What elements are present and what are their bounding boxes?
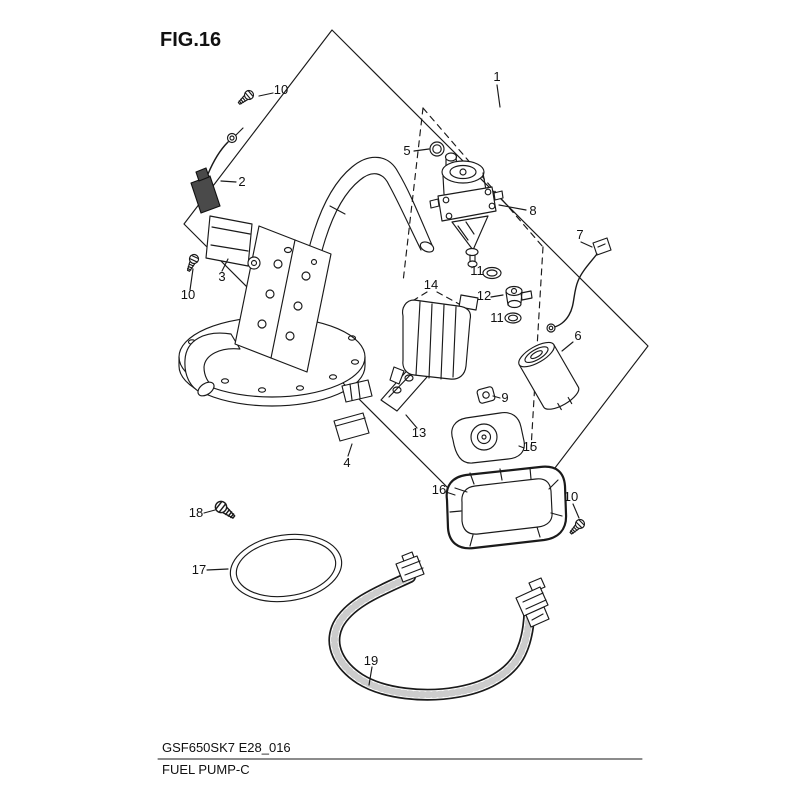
part-label-3: 3 (218, 269, 225, 284)
footer-caption: FUEL PUMP-C (162, 762, 250, 777)
part-label-9: 9 (501, 390, 508, 405)
part-15-fuel-gauge-base (451, 412, 525, 464)
part-label-11-upper: 11 (470, 263, 484, 278)
part-4-cushion (333, 412, 370, 442)
part-2-lead-wire (190, 127, 244, 214)
part-17-o-ring (229, 533, 343, 603)
figure-title: FIG.16 (160, 29, 221, 51)
part-label-8: 8 (529, 203, 536, 218)
part-label-2: 2 (238, 174, 245, 189)
part-label-10-bottom-right: 10 (564, 489, 578, 504)
part-label-11-lower: 11 (490, 310, 504, 325)
part-label-10-left: 10 (181, 287, 195, 302)
part-label-5: 5 (403, 143, 410, 158)
part-label-15: 15 (523, 439, 537, 454)
part-label-4: 4 (343, 455, 350, 470)
part-14-pump-case (389, 294, 479, 385)
part-label-12: 12 (477, 288, 491, 303)
footer-code: GSF650SK7 E28_016 (162, 740, 291, 755)
part-12-valve-joint (505, 285, 533, 309)
part-label-6: 6 (574, 328, 581, 343)
part-label-19: 19 (364, 653, 378, 668)
part-16-holder-bracket (445, 465, 568, 550)
part-label-1: 1 (493, 69, 500, 84)
part-6-fuel-filter (518, 341, 580, 411)
part-labels: 1 2 3 4 5 6 7 8 9 10 10 10 11 11 12 13 1… (181, 69, 584, 668)
part-9-grommet (476, 386, 496, 404)
part-label-18: 18 (189, 505, 203, 520)
leader-lines (189, 84, 593, 686)
part-label-13: 13 (412, 425, 426, 440)
part-label-17: 17 (192, 562, 206, 577)
part-3-bracket (205, 215, 261, 270)
part-11-o-ring-lower (504, 312, 522, 324)
part-7-lead-wire (546, 237, 612, 333)
part-label-7: 7 (576, 227, 583, 242)
part-5-o-ring (429, 141, 445, 157)
part-label-14: 14 (424, 277, 438, 292)
part-label-10-top-left: 10 (274, 82, 288, 97)
part-19-fuel-hose (328, 551, 550, 701)
part-11-o-ring-upper (482, 266, 502, 280)
part-label-16: 16 (432, 482, 446, 497)
part-8-fuel-pump-motor (429, 152, 504, 268)
